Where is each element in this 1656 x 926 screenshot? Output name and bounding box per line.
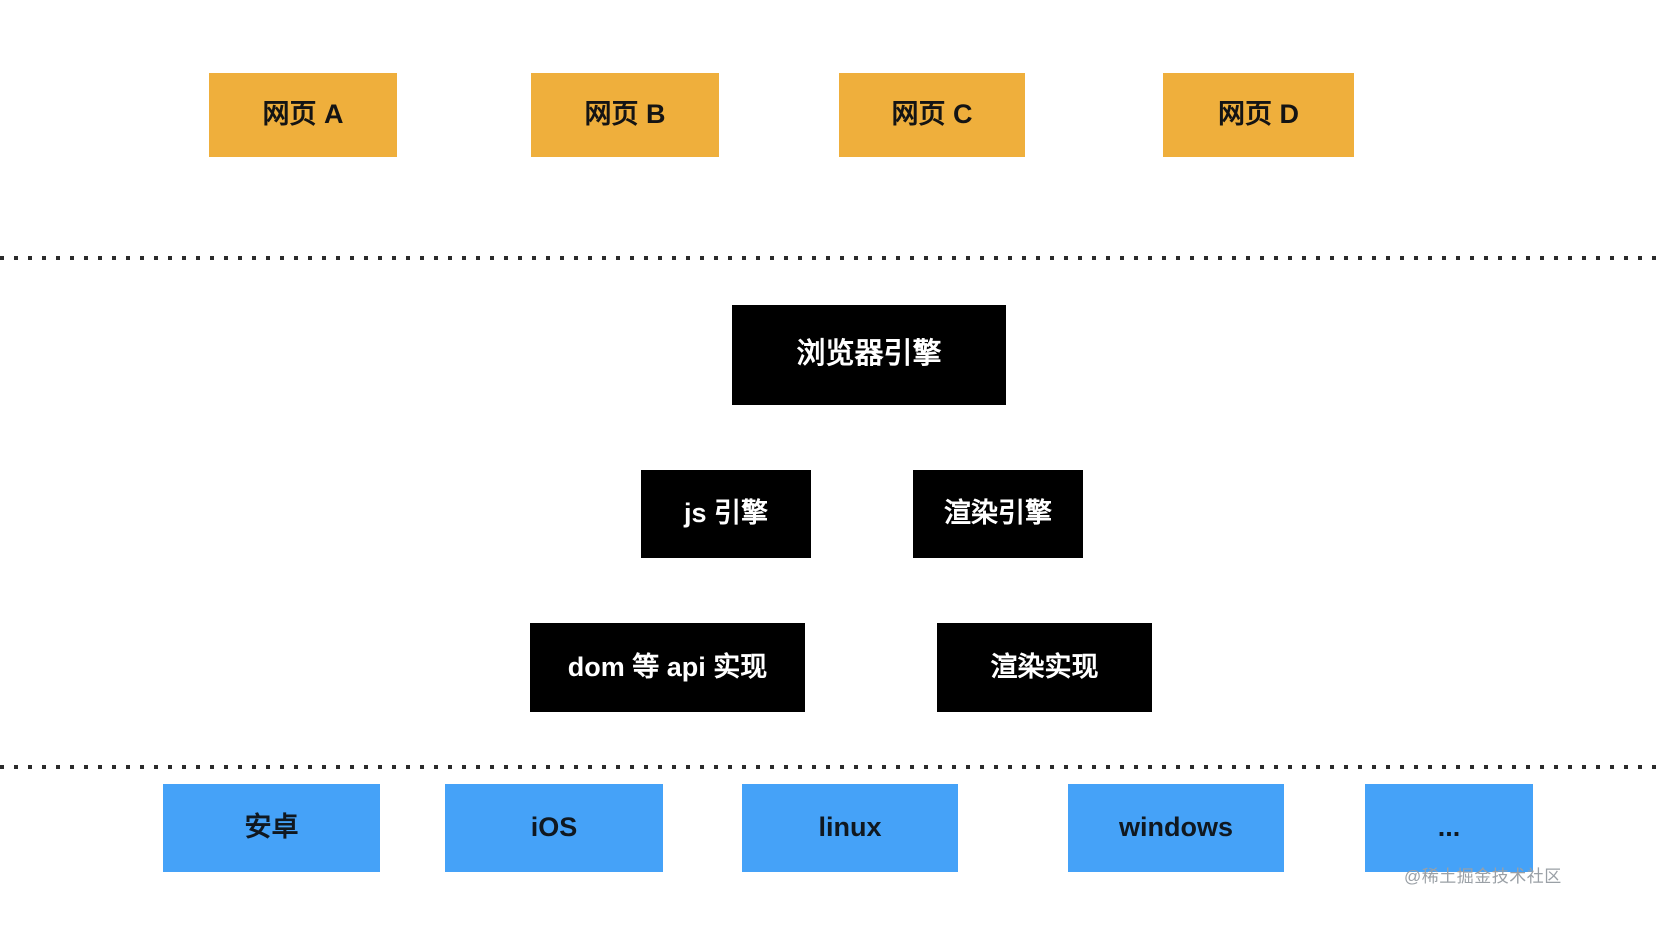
os-box-more: ... bbox=[1365, 784, 1533, 872]
divider-top bbox=[0, 256, 1656, 260]
os-box-android: 安卓 bbox=[163, 784, 380, 872]
browser-engine-box: 浏览器引擎 bbox=[732, 305, 1006, 405]
dom-api-implementation-box: dom 等 api 实现 bbox=[530, 623, 805, 712]
os-box-windows: windows bbox=[1068, 784, 1284, 872]
os-box-linux: linux bbox=[742, 784, 958, 872]
render-implementation-box: 渲染实现 bbox=[937, 623, 1152, 712]
divider-bottom bbox=[0, 765, 1656, 769]
watermark: @稀土掘金技术社区 bbox=[1404, 867, 1562, 886]
web-page-box-c: 网页 C bbox=[839, 73, 1025, 157]
js-engine-box: js 引擎 bbox=[641, 470, 811, 558]
os-box-ios: iOS bbox=[445, 784, 663, 872]
web-page-box-b: 网页 B bbox=[531, 73, 719, 157]
render-engine-box: 渲染引擎 bbox=[913, 470, 1083, 558]
web-page-box-d: 网页 D bbox=[1163, 73, 1354, 157]
web-page-box-a: 网页 A bbox=[209, 73, 397, 157]
